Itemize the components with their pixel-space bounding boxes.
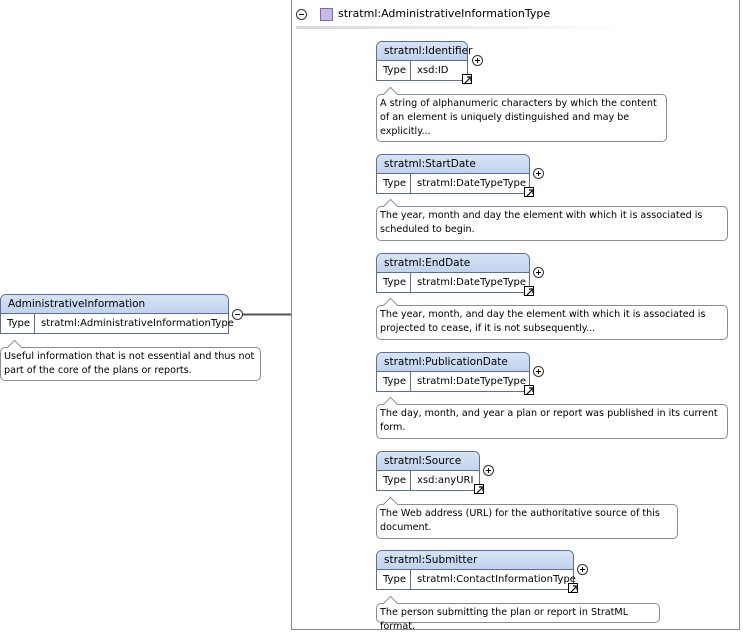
type-label: Type (377, 174, 411, 193)
child-element-source[interactable]: stratml:Source Type xsd:anyURI (376, 451, 484, 494)
type-link-icon[interactable] (474, 484, 484, 494)
type-value: stratml:DateTypeType (417, 277, 527, 288)
type-value: xsd:ID (417, 65, 449, 76)
header-divider (296, 26, 626, 29)
element-type-row: Type xsd:ID (377, 61, 467, 80)
expand-toggle-icon[interactable] (472, 55, 483, 66)
enddate-annotation: The year, month, and day the element wit… (376, 297, 728, 340)
expand-toggle-icon[interactable] (533, 168, 544, 179)
startdate-annotation: The year, month and day the element with… (376, 198, 728, 241)
type-link-icon[interactable] (524, 187, 534, 197)
source-annotation: The Web address (URL) for the authoritat… (376, 496, 678, 539)
child-element-submitter[interactable]: stratml:Submitter Type stratml:ContactIn… (376, 550, 578, 593)
element-name: stratml:StartDate (377, 155, 529, 174)
element-name: stratml:Submitter (377, 551, 573, 570)
child-element-startdate[interactable]: stratml:StartDate Type stratml:DateTypeT… (376, 154, 534, 197)
type-link-icon[interactable] (568, 583, 578, 593)
type-link-icon[interactable] (524, 286, 534, 296)
complex-type-title: stratml:AdministrativeInformationType (338, 7, 551, 20)
complex-type-header: stratml:AdministrativeInformationType (296, 4, 736, 29)
type-label: Type (377, 471, 411, 490)
child-element-enddate[interactable]: stratml:EndDate Type stratml:DateTypeTyp… (376, 253, 534, 296)
element-name: stratml:Identifier (377, 42, 472, 61)
publicationdate-annotation: The day, month, and year a plan or repor… (376, 396, 728, 439)
element-type-row: Type stratml:DateTypeType (377, 174, 529, 193)
element-type-row: Type stratml:DateTypeType (377, 372, 529, 391)
collapse-toggle-icon[interactable] (296, 9, 307, 20)
child-element-publicationdate[interactable]: stratml:PublicationDate Type stratml:Dat… (376, 352, 534, 395)
identifier-annotation: A string of alphanumeric characters by w… (376, 86, 667, 142)
type-label: Type (377, 372, 411, 391)
expand-toggle-icon[interactable] (533, 267, 544, 278)
child-element-identifier[interactable]: stratml:Identifier Type xsd:ID (376, 41, 472, 84)
type-value: stratml:DateTypeType (417, 376, 527, 387)
root-element-box[interactable]: AdministrativeInformation Type stratml:A… (0, 294, 234, 334)
root-type-label: Type (1, 314, 35, 333)
element-name: stratml:PublicationDate (377, 353, 529, 372)
type-value: xsd:anyURI (417, 475, 474, 486)
root-element-type-row: Type stratml:AdministrativeInformationTy… (1, 314, 234, 333)
element-type-row: Type stratml:DateTypeType (377, 273, 529, 292)
type-label: Type (377, 570, 411, 589)
expand-toggle-icon[interactable] (483, 465, 494, 476)
submitter-annotation: The person submitting the plan or report… (376, 595, 660, 632)
type-value: stratml:DateTypeType (417, 178, 527, 189)
type-label: Type (377, 61, 411, 80)
type-label: Type (377, 273, 411, 292)
element-type-row: Type stratml:ContactInformationType (377, 570, 576, 589)
element-name: stratml:EndDate (377, 254, 529, 273)
type-link-icon[interactable] (462, 74, 472, 84)
complex-type-icon (320, 8, 333, 21)
element-name: stratml:Source (377, 452, 479, 471)
element-type-row: Type xsd:anyURI (377, 471, 479, 490)
type-value: stratml:ContactInformationType (417, 574, 576, 585)
root-type-value: stratml:AdministrativeInformationType (41, 318, 234, 329)
root-annotation: Useful information that is not essential… (0, 339, 261, 381)
type-link-icon[interactable] (524, 385, 534, 395)
expand-toggle-icon[interactable] (533, 366, 544, 377)
expand-toggle-icon[interactable] (577, 564, 588, 575)
root-element-name: AdministrativeInformation (1, 295, 228, 314)
collapse-toggle-icon[interactable] (232, 309, 243, 320)
